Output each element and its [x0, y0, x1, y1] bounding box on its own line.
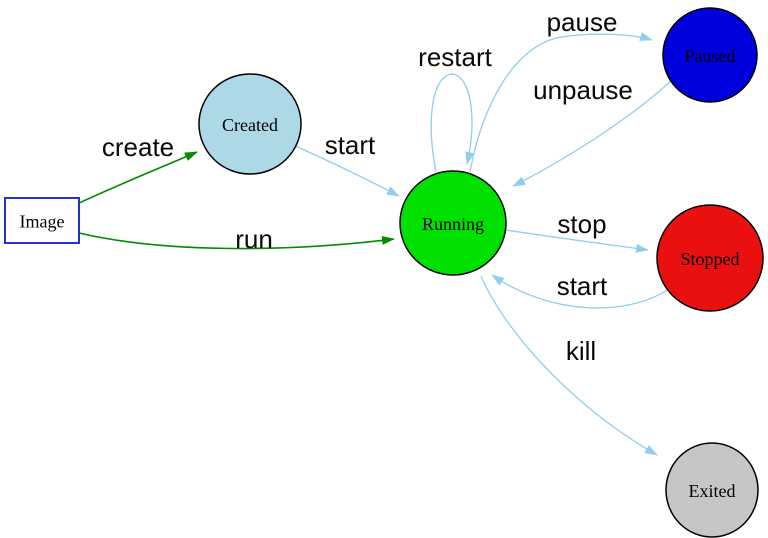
edge-label-stop: stop — [557, 209, 606, 239]
edge-run — [78, 232, 395, 250]
state-node-label-exited: Exited — [689, 481, 736, 501]
edge-create — [78, 151, 198, 204]
state-node-exited: Exited — [665, 442, 759, 538]
edge-label-run: run — [235, 224, 273, 254]
edge-label-pause: pause — [547, 7, 618, 37]
state-node-created: Created — [198, 73, 302, 175]
state-node-label-running: Running — [422, 214, 484, 234]
state-node-shape-exited — [665, 442, 759, 538]
edge-label-unpause: unpause — [533, 75, 633, 105]
state-node-label-created: Created — [222, 115, 278, 135]
state-node-shape-running — [399, 170, 507, 276]
edge-restart — [430, 73, 475, 173]
state-node-shape-paused — [662, 7, 758, 103]
edge-label-restart: restart — [418, 42, 492, 72]
edge-kill — [480, 275, 658, 456]
state-node-label-stopped: Stopped — [680, 249, 739, 269]
edge-start-stopped — [491, 274, 670, 309]
edge-label-start-stopped: start — [557, 271, 608, 301]
state-node-label-image: Image — [20, 212, 65, 232]
state-node-label-paused: Paused — [685, 46, 736, 66]
edge-pause — [469, 32, 653, 173]
edge-label-start-created: start — [325, 130, 376, 160]
state-node-shape-stopped — [656, 204, 764, 312]
state-node-image: Image — [4, 197, 80, 244]
state-node-stopped: Stopped — [656, 204, 764, 312]
state-node-shape-created — [198, 73, 302, 175]
edge-label-kill: kill — [566, 336, 596, 366]
state-node-running: Running — [399, 170, 507, 276]
edges-layer — [78, 32, 672, 456]
edge-unpause — [512, 80, 672, 187]
edge-start-created — [294, 145, 400, 197]
edge-label-create: create — [102, 132, 174, 162]
state-node-shape-image — [4, 197, 80, 244]
edge-stop — [505, 229, 649, 253]
edge-labels-layer: create run start restart pause unpause stop sta… — [102, 7, 633, 366]
state-node-paused: Paused — [662, 7, 758, 103]
